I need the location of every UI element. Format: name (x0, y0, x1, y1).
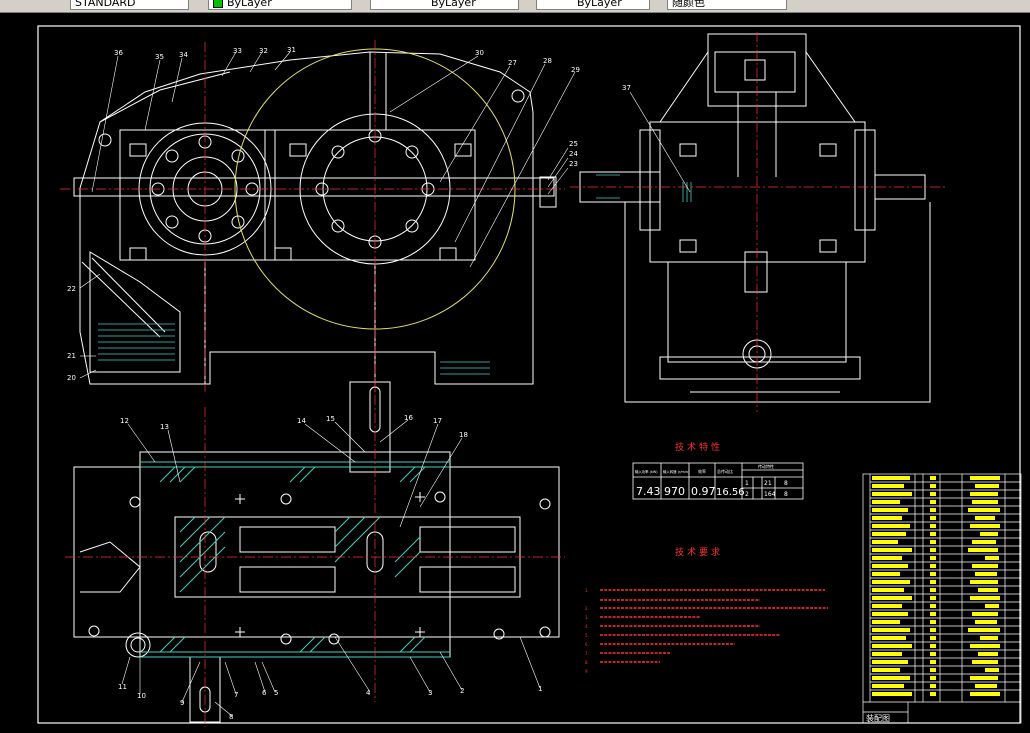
requirement-number: 4. (585, 624, 589, 629)
spec-header: 输入功率 (kW) (635, 469, 658, 474)
balloon-label: 20 (67, 374, 76, 382)
requirements-notes: 1. 2. 3. 4. 5. 6. 7. 8. 9. (585, 588, 828, 674)
spec-title: 技术特性 (675, 441, 723, 453)
drawing-canvas[interactable]: 36 35 34 33 32 31 30 27 28 29 25 24 23 2… (0, 12, 1030, 733)
requirement-numbers: 1. 2. 3. 4. 5. 6. 7. 8. 9. (585, 588, 589, 674)
balloon-label: 9 (180, 699, 184, 707)
balloon-label: 23 (569, 160, 578, 168)
requirement-number: 5. (585, 633, 589, 638)
requirement-number: 1. (585, 588, 589, 593)
spec-sub-value: 164 (764, 491, 776, 498)
lineweight-dropdown[interactable]: ByLayer (370, 0, 530, 10)
balloon-label: 10 (137, 692, 146, 700)
balloon-label: 25 (569, 140, 578, 148)
balloon-label: 17 (433, 417, 442, 425)
balloon-label: 1 (538, 685, 542, 693)
bolt-circles (98, 89, 525, 249)
linetype-dropdown[interactable]: ByLayer (208, 0, 363, 10)
color-dropdown[interactable]: 随颜色 (667, 0, 787, 10)
lineweight-value: ByLayer (431, 0, 476, 9)
spec-sub-value: 2 (745, 491, 749, 498)
balloon-label: 36 (114, 49, 123, 57)
balloon-label: 37 (622, 84, 631, 92)
spec-sub-value: 1 (745, 480, 749, 487)
properties-toolbar: STANDARD ByLayer ByLayer ByLayer 随颜色 (0, 0, 1030, 13)
spec-sub-value: 8 (784, 491, 788, 498)
requirement-number: 8. (585, 660, 589, 665)
spec-sub-value: 21 (764, 480, 772, 487)
front-view (73, 51, 557, 385)
balloon-label: 33 (233, 47, 242, 55)
balloon-label: 7 (234, 691, 238, 699)
balloon-leaders (79, 51, 691, 717)
balloon-label: 21 (67, 352, 76, 360)
balloon-label: 22 (67, 285, 76, 293)
spec-table-text: 输入功率 (kW) 输入转速 (r/min) 效率 总传动比 传动特性 7.43… (635, 463, 788, 498)
color-value: 随颜色 (672, 0, 705, 9)
chevron-down-icon[interactable] (649, 0, 661, 10)
chevron-down-icon[interactable] (351, 0, 363, 10)
requirement-text-lines (600, 589, 828, 663)
text-style-value: STANDARD (75, 0, 136, 9)
balloon-label: 16 (404, 414, 413, 422)
section-view-hatch (140, 461, 450, 658)
balloon-label: 2 (460, 687, 464, 695)
spec-sub-value: 8 (784, 480, 788, 487)
balloon-label: 3 (428, 689, 432, 697)
linetype-value: ByLayer (227, 0, 272, 9)
balloon-label: 6 (262, 689, 267, 697)
side-view (579, 33, 931, 403)
title-block-label: 装配图 (866, 713, 890, 723)
plot-style-value: ByLayer (577, 0, 622, 9)
balloon-label: 13 (160, 423, 169, 431)
balloon-label: 27 (508, 59, 517, 67)
balloon-label: 29 (571, 66, 580, 74)
side-view-centerlines (570, 32, 945, 412)
front-view-hatch (98, 323, 490, 375)
spec-value: 970 (664, 485, 685, 498)
section-balloon-labels: 12 13 14 15 16 17 18 11 10 9 8 7 6 5 4 3… (118, 414, 542, 721)
balloon-label: 12 (120, 417, 129, 425)
requirement-number: 2. (585, 606, 589, 611)
balloon-label: 30 (475, 49, 484, 57)
spec-header: 输入转速 (r/min) (663, 469, 690, 474)
spec-header: 传动特性 (758, 463, 774, 469)
balloon-label: 5 (274, 689, 278, 697)
section-view-centerlines (65, 377, 565, 727)
parts-list-entries (872, 476, 1000, 696)
balloon-label: 24 (569, 150, 578, 158)
layer-color-swatch-icon (213, 0, 223, 8)
spec-table (632, 462, 804, 500)
plot-style-dropdown[interactable]: ByLayer (536, 0, 661, 10)
balloon-label: 31 (287, 46, 296, 54)
front-view-centerlines (60, 40, 565, 392)
drawing-frame (37, 25, 1021, 724)
spec-header: 效率 (698, 468, 706, 474)
side-view-hatch (596, 174, 692, 202)
balloon-label: 28 (543, 57, 552, 65)
balloon-label: 35 (155, 53, 164, 61)
chevron-down-icon[interactable] (518, 0, 530, 10)
balloon-label: 8 (229, 713, 233, 721)
chevron-down-icon[interactable] (188, 0, 200, 10)
text-style-dropdown[interactable]: STANDARD (70, 0, 200, 10)
requirements-title: 技术要求 (675, 546, 723, 558)
requirement-number: 9. (585, 669, 589, 674)
balloon-label: 34 (179, 51, 188, 59)
balloon-label: 18 (459, 431, 468, 439)
requirement-number: 3. (585, 615, 589, 620)
parts-list-table (862, 473, 1022, 724)
spec-header: 总传动比 (717, 468, 733, 474)
top-balloon-labels: 36 35 34 33 32 31 30 27 28 29 25 24 23 2… (67, 46, 631, 382)
spec-value: 7.43 (636, 485, 661, 498)
spec-value: 16.56 (716, 487, 745, 498)
spec-value: 0.97 (691, 485, 716, 498)
balloon-label: 14 (297, 417, 306, 425)
requirement-number: 7. (585, 651, 589, 656)
requirement-number: 6. (585, 642, 589, 647)
balloon-label: 11 (118, 683, 127, 691)
balloon-label: 4 (366, 689, 371, 697)
balloon-label: 32 (259, 47, 268, 55)
balloon-label: 15 (326, 415, 335, 423)
